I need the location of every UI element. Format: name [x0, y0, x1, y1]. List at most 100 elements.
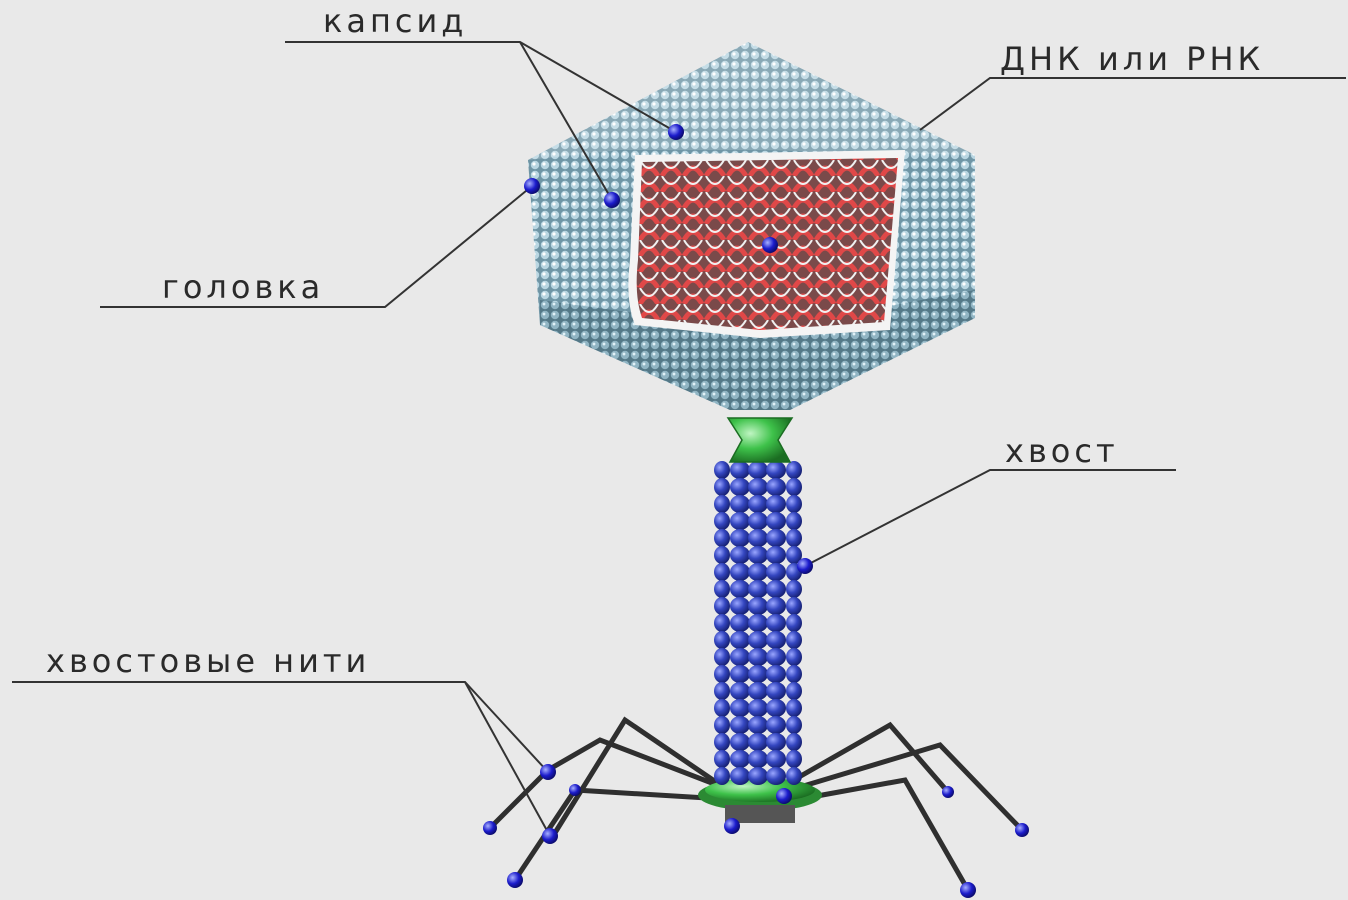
tail-bead [714, 716, 730, 734]
tail-bead [730, 682, 750, 700]
tail-bead [748, 614, 768, 632]
tail-bead [748, 495, 768, 513]
tail-bead [714, 699, 730, 717]
tail-bead [748, 546, 768, 564]
tail-bead [766, 716, 786, 734]
tail-bead [748, 767, 768, 785]
tail-bead [714, 767, 730, 785]
collar [728, 418, 792, 462]
tail-bead [748, 631, 768, 649]
tail-bead [730, 563, 750, 581]
tail-bead [714, 750, 730, 768]
tail-bead [766, 614, 786, 632]
tail-bead [786, 716, 802, 734]
tail-bead [766, 478, 786, 496]
tail-bead [714, 478, 730, 496]
tail-bead [786, 733, 802, 751]
tail-bead [786, 529, 802, 547]
tail-bead [766, 461, 786, 479]
tail-bead [766, 512, 786, 530]
tail-bead [730, 767, 750, 785]
tail-bead [730, 597, 750, 615]
tail-bead [786, 750, 802, 768]
tail-sheath [714, 461, 802, 785]
baseplate-marker [776, 788, 792, 804]
tail-bead [786, 614, 802, 632]
tail-bead [766, 665, 786, 683]
tail-bead [766, 546, 786, 564]
tail-bead [766, 529, 786, 547]
head-label: головка [162, 268, 324, 306]
tail-bead [748, 699, 768, 717]
nucleic-acid-leader [920, 78, 1346, 130]
tail-bead [786, 495, 802, 513]
tail-fibers-label: хвостовые нити [46, 642, 370, 680]
tail-bead [730, 648, 750, 666]
tail-bead [786, 512, 802, 530]
capsid-label: капсид [323, 2, 467, 40]
tail-bead [714, 580, 730, 598]
tail-bead [730, 580, 750, 598]
tail-label: хвост [1005, 432, 1119, 470]
tail-bead [766, 733, 786, 751]
tail-bead [748, 512, 768, 530]
tail-bead [714, 665, 730, 683]
tail-bead [748, 580, 768, 598]
tail-bead [748, 461, 768, 479]
baseplate-marker-2 [724, 818, 740, 834]
tail-bead [786, 665, 802, 683]
tail-bead [766, 580, 786, 598]
tail-marker [797, 558, 813, 574]
tail-bead [714, 563, 730, 581]
tail-bead [730, 699, 750, 717]
tail-bead [714, 495, 730, 513]
tail-bead [730, 461, 750, 479]
tail-bead [748, 597, 768, 615]
tail-bead [748, 716, 768, 734]
tail-bead [730, 614, 750, 632]
tail-bead [766, 767, 786, 785]
tail-bead [714, 614, 730, 632]
tail-bead [786, 580, 802, 598]
tail-bead [730, 716, 750, 734]
tail-bead [786, 699, 802, 717]
tail-bead [748, 648, 768, 666]
tail-bead [786, 648, 802, 666]
tail-bead [730, 529, 750, 547]
tail-bead [714, 546, 730, 564]
tail-bead [786, 767, 802, 785]
tail-bead [766, 750, 786, 768]
tail-bead [730, 478, 750, 496]
tail-bead [766, 699, 786, 717]
tail-bead [786, 631, 802, 649]
capsid-marker [668, 124, 684, 140]
tail-bead [748, 733, 768, 751]
tail-bead [786, 461, 802, 479]
tail-bead [730, 733, 750, 751]
tail-bead [714, 631, 730, 649]
tail-bead [730, 512, 750, 530]
tail-bead [730, 546, 750, 564]
tail-bead [714, 682, 730, 700]
tail-bead [786, 597, 802, 615]
tail-bead [730, 495, 750, 513]
tail-bead [766, 597, 786, 615]
tail-bead [766, 631, 786, 649]
tail-bead [730, 631, 750, 649]
tail-bead [766, 495, 786, 513]
tail-bead [714, 512, 730, 530]
tail-bead [748, 665, 768, 683]
tail-bead [766, 648, 786, 666]
tail-bead [714, 733, 730, 751]
capsid-marker-2 [604, 192, 620, 208]
nucleic-acid-marker [762, 237, 778, 253]
tail-bead [714, 648, 730, 666]
tail-bead [786, 682, 802, 700]
tail-bead [730, 665, 750, 683]
tail-bead [748, 529, 768, 547]
tail-bead [766, 682, 786, 700]
tail-fibers-leader [12, 682, 548, 772]
tail-bead [730, 750, 750, 768]
